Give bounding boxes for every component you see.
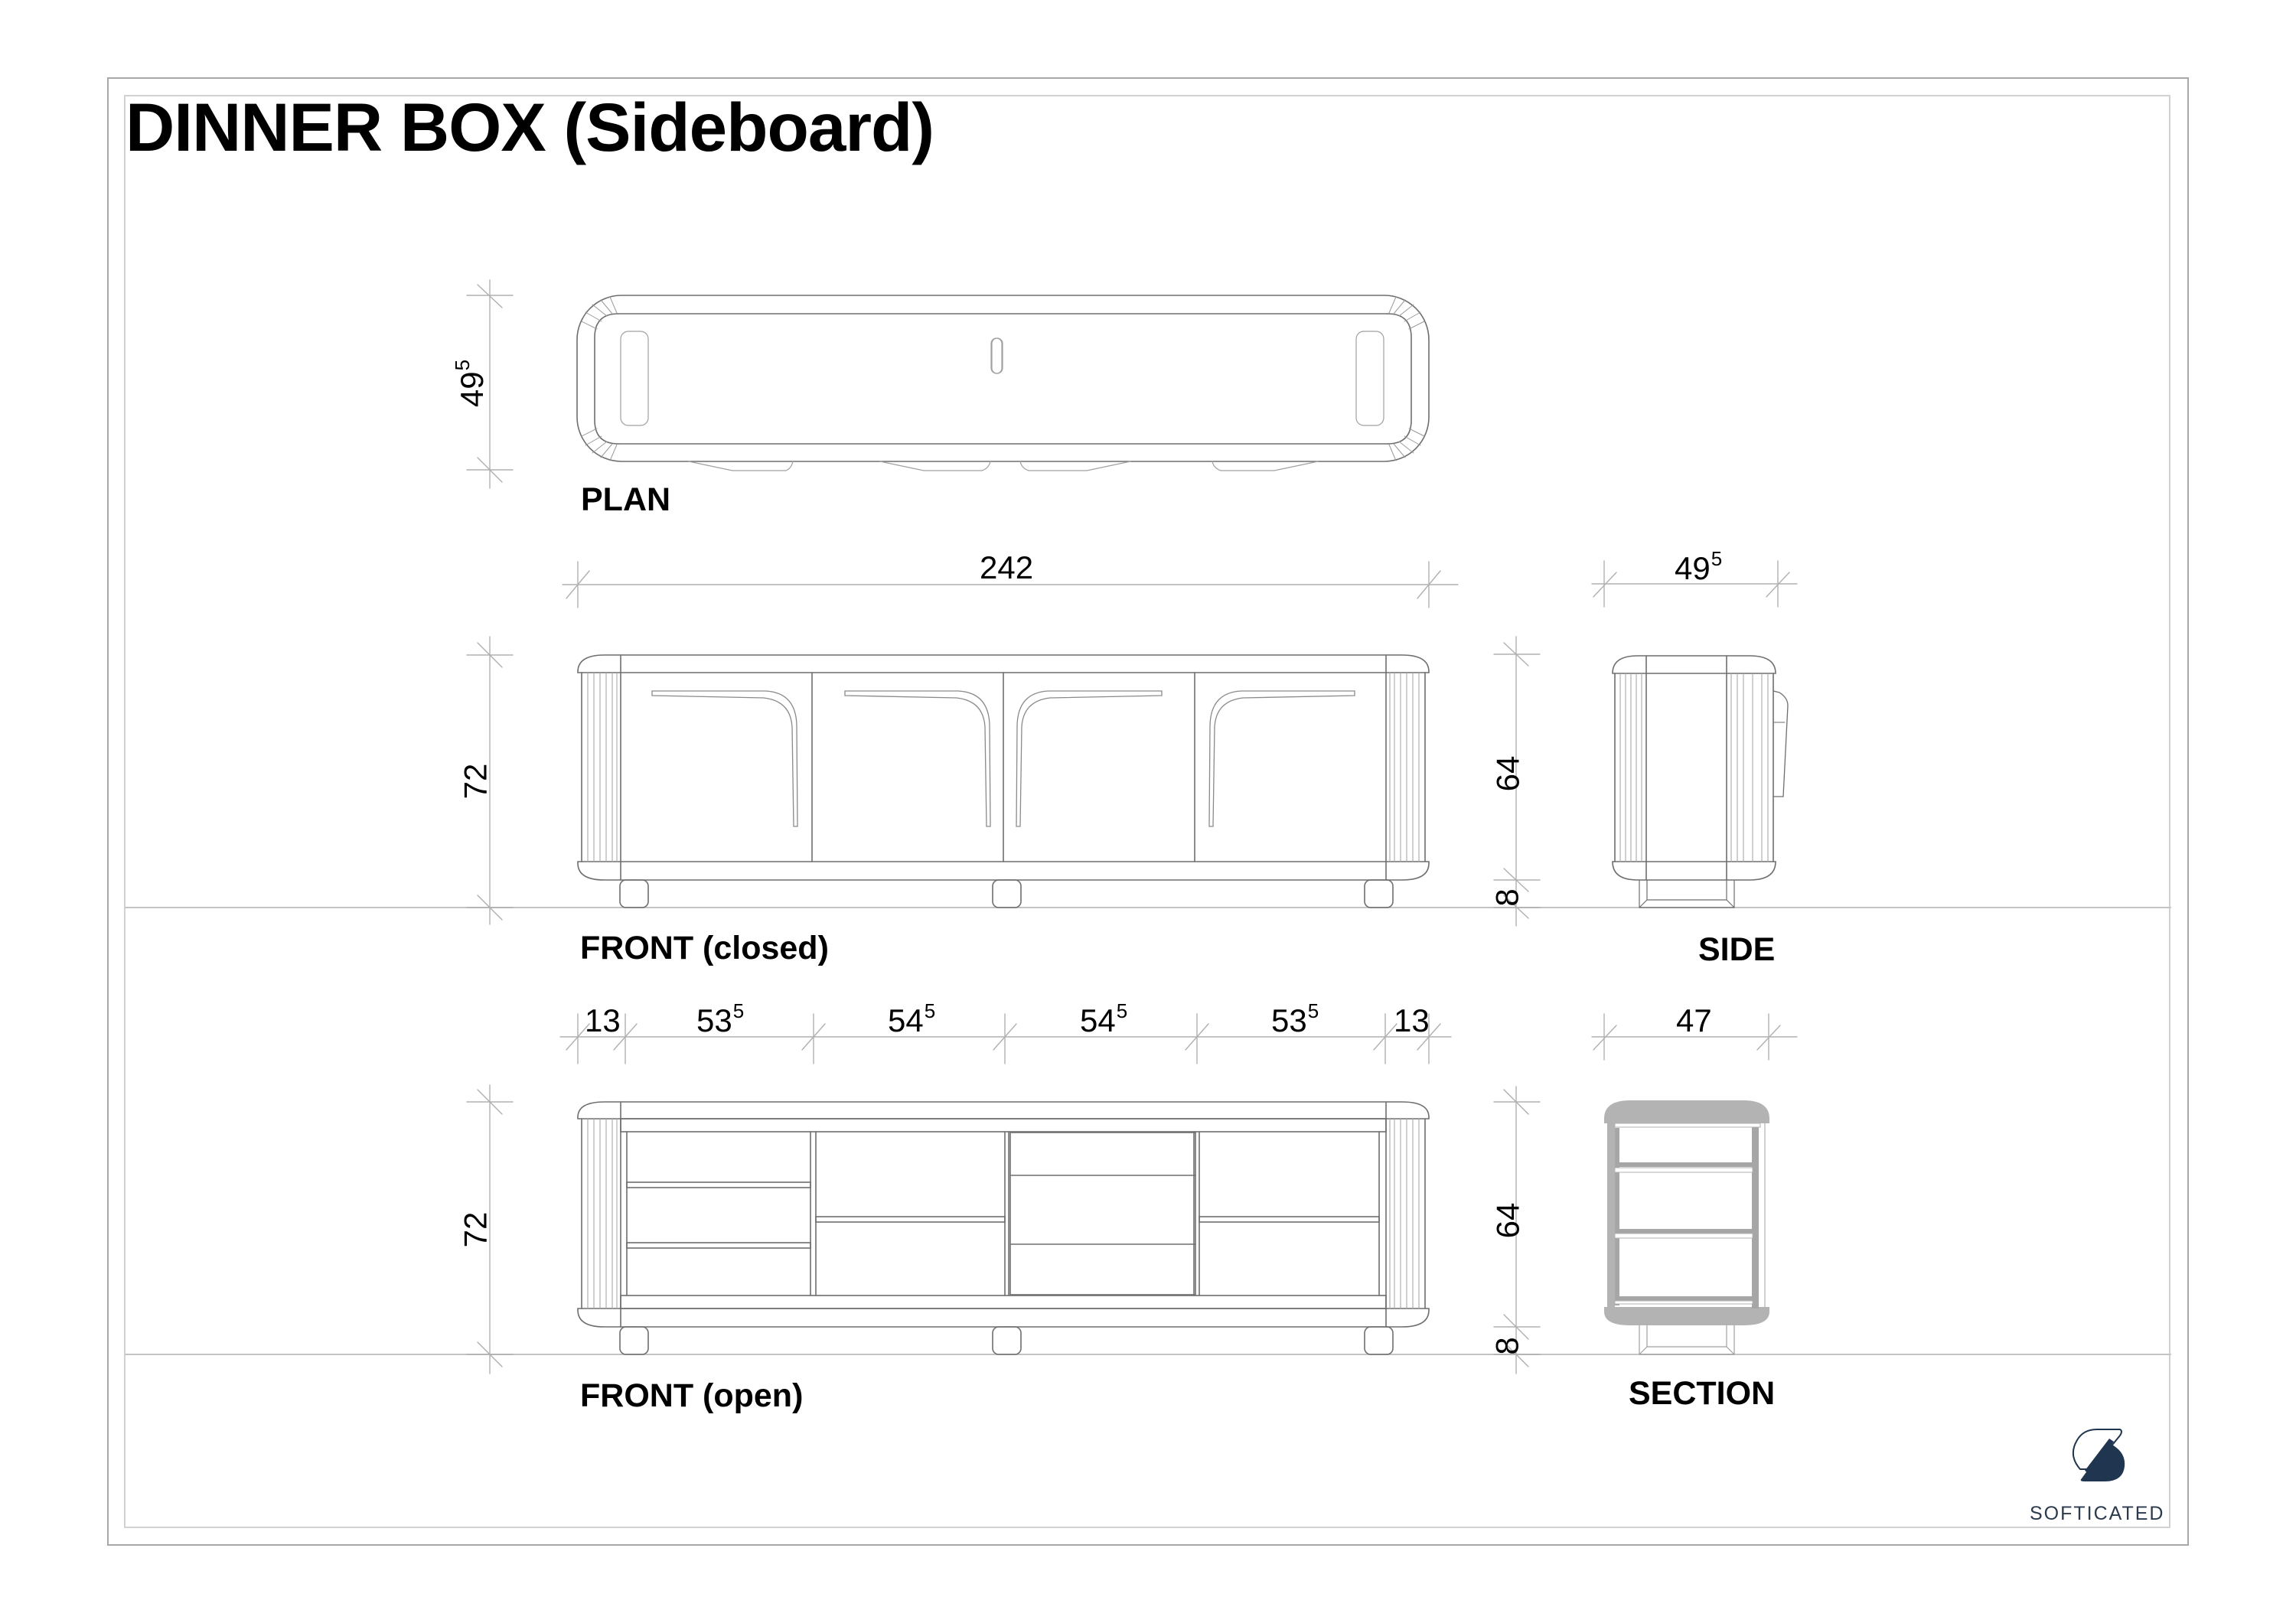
dim-main: 53: [1271, 1002, 1307, 1038]
side-leg-height-dim-text: 8: [1489, 888, 1525, 907]
plan-label: PLAN: [581, 481, 671, 518]
dim-main: 13: [1394, 1002, 1430, 1038]
dim-sup: 5: [1307, 999, 1319, 1022]
brand-wordmark: SOFTICATED: [2030, 1503, 2165, 1524]
front-open-seg-dim-1: 13: [585, 1005, 621, 1037]
dim-main: 54: [1080, 1002, 1116, 1038]
front-open-label: FRONT (open): [580, 1377, 804, 1414]
dim-sup: 5: [451, 359, 475, 371]
section-view: [1604, 1100, 1769, 1355]
plan-view: [576, 295, 1430, 471]
section-body-height-dim-text: 64: [1489, 1202, 1526, 1239]
front-closed-view: [577, 654, 1430, 908]
front-closed-dimension-height: [466, 636, 514, 925]
front-open-seg-dim-6: 13: [1394, 1005, 1430, 1037]
dim-main: 54: [888, 1002, 924, 1038]
section-dimension-depth: [1591, 1013, 1798, 1061]
front-open-view: [577, 1101, 1430, 1355]
side-dimension-depth: [1591, 560, 1798, 608]
side-view: [1612, 655, 1789, 908]
front-closed-dimension-width: [562, 561, 1459, 608]
side-depth-dim-text: 495: [1675, 549, 1722, 586]
front-open-height-dim-text: 72: [457, 1211, 494, 1248]
dim-sup: 5: [924, 999, 936, 1022]
dim-main: 49: [1675, 550, 1711, 586]
dim-sup: 5: [732, 999, 745, 1022]
front-open-seg-dim-3: 545: [888, 1001, 935, 1038]
side-body-height-dim-text: 64: [1489, 755, 1526, 792]
section-dimension-height: [1493, 1086, 1541, 1374]
section-depth-dim-text: 47: [1676, 1002, 1712, 1038]
dim-main: 49: [454, 371, 491, 408]
section-label: SECTION: [1629, 1375, 1776, 1412]
softicated-logo-icon: [2072, 1429, 2125, 1481]
front-closed-label: FRONT (closed): [580, 930, 829, 966]
sheet-inner-frame: [124, 95, 2170, 1528]
dim-main: 13: [585, 1002, 621, 1038]
dim-sup: 5: [1711, 547, 1723, 570]
front-closed-height-dim-text: 72: [457, 763, 494, 800]
side-label: SIDE: [1698, 931, 1776, 968]
front-open-seg-dim-2: 535: [696, 1001, 744, 1038]
dim-sup: 5: [1116, 999, 1128, 1022]
sheet-title: DINNER BOX (Sideboard): [126, 89, 934, 165]
dim-main: 53: [696, 1002, 732, 1038]
front-open-seg-dim-5: 535: [1271, 1001, 1319, 1038]
sheet-outer-frame: [107, 77, 2189, 1546]
front-open-dimension-height: [466, 1084, 514, 1374]
section-leg-height-dim-text: 8: [1489, 1337, 1525, 1355]
front-open-seg-dim-4: 545: [1080, 1001, 1127, 1038]
front-closed-width-dim-text: 242: [980, 549, 1034, 585]
ground-lines: [125, 907, 2171, 1355]
side-dimension-height: [1493, 636, 1541, 927]
plan-depth-dimension: [466, 279, 514, 489]
plan-depth-dim-text: 495: [451, 360, 491, 408]
front-open-segment-dimensions: [559, 1013, 1452, 1064]
